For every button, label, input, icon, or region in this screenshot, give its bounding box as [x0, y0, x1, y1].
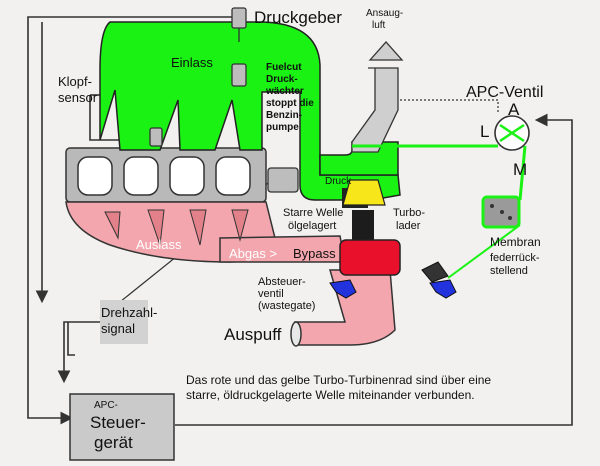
label-port-m: M — [513, 160, 528, 179]
label-geraet: gerät — [94, 433, 133, 452]
label-steuer: Steuer- — [90, 413, 146, 432]
label-absteuerventil-2: ventil — [258, 288, 284, 300]
label-absteuerventil-1: Absteuer- — [258, 276, 306, 288]
exhaust-ports — [104, 209, 249, 246]
label-fuelcut-5: Benzin- — [266, 110, 303, 121]
turbocharger — [339, 179, 401, 276]
caption-text: Das rote und das gelbe Turbo-Turbinenrad… — [186, 373, 492, 402]
rpm-sensor — [267, 167, 299, 193]
label-fuelcut-3: wächter — [266, 86, 304, 97]
knock-sensor — [149, 127, 163, 147]
label-auslass: Auslass — [136, 237, 182, 252]
label-ansaugluft-2: luft — [372, 20, 386, 31]
label-starre-welle-2: ölgelagert — [288, 220, 337, 232]
label-fuelcut-2: Druck- — [266, 74, 298, 85]
label-fuelcut-1: Fuelcut — [266, 62, 302, 73]
rpm-signal-box — [100, 300, 148, 344]
label-bypass: Bypass — [293, 246, 336, 261]
control-unit — [69, 393, 175, 461]
apc-air-line — [400, 99, 499, 112]
membrane-actuator — [481, 195, 521, 229]
label-fuelcut-4: stoppt die — [266, 98, 314, 109]
wastegate-link — [447, 224, 521, 279]
intake-air-duct — [351, 41, 404, 153]
label-drehzahl-1: Drehzahl- — [101, 305, 158, 320]
label-port-a: A — [508, 100, 520, 119]
label-turbolader-2: lader — [396, 220, 421, 232]
label-auspuff: Auspuff — [224, 325, 282, 344]
label-membran-3: stellend — [490, 265, 528, 277]
label-turbolader-1: Turbo- — [393, 207, 425, 219]
label-drehzahl-2: signal — [101, 321, 135, 336]
exhaust-outlet — [290, 269, 396, 347]
label-klopfsensor-1: Klopf- — [58, 74, 92, 89]
exhaust-manifold — [65, 201, 346, 263]
label-abgas: Abgas > — [229, 246, 278, 261]
label-apc-ventil: APC-Ventil — [466, 84, 544, 101]
label-druck: Druck — [325, 176, 352, 187]
label-fuelcut-6: pumpe — [266, 122, 299, 133]
label-starre-welle-1: Starre Welle — [283, 207, 344, 219]
label-absteuerventil-3: (wastegate) — [258, 300, 316, 312]
label-apc-unit: APC- — [94, 400, 118, 411]
label-einlass: Einlass — [171, 55, 213, 70]
engine-block — [65, 147, 267, 203]
apc-valve — [494, 115, 530, 151]
label-port-l: L — [480, 122, 490, 141]
label-klopfsensor-2: sensor — [58, 90, 98, 105]
label-druckgeber: Druckgeber — [254, 8, 342, 27]
label-membran-1: Membran — [490, 235, 541, 249]
apc-hose — [352, 144, 527, 201]
label-membran-2: federrück- — [490, 252, 540, 264]
fuelcut-switch — [231, 63, 247, 87]
wastegate-valves — [329, 261, 457, 299]
pressure-sender — [231, 7, 247, 42]
label-ansaugluft-1: Ansaug- — [366, 8, 404, 19]
